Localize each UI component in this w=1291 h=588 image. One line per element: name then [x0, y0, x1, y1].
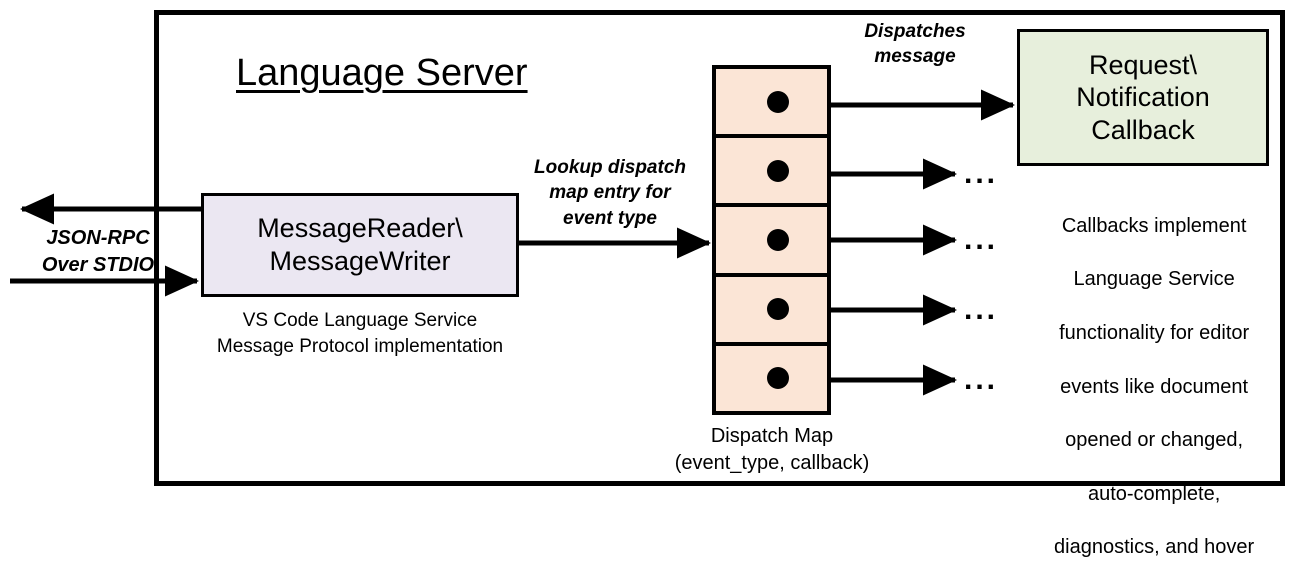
- ellipsis-row-4: ...: [964, 293, 999, 326]
- callback-pointer-dot: [767, 229, 789, 251]
- lookup-line-1: Lookup dispatch: [534, 157, 686, 178]
- dispatches-line-1: Dispatches: [864, 21, 966, 42]
- dispatches-message-label: Dispatches message: [836, 19, 994, 69]
- callback-pointer-dot: [767, 367, 789, 390]
- callback-pointer-dot: [767, 298, 789, 321]
- ellipsis-row-2: ...: [964, 157, 999, 190]
- jsonrpc-line-1: JSON-RPC: [46, 227, 150, 249]
- message-reader-writer-label: MessageReader\MessageWriter: [257, 212, 463, 278]
- callback-caption-line-5: opened or changed,: [1065, 429, 1244, 452]
- message-caption-line-2: Message Protocol implementation: [216, 335, 504, 357]
- callback-caption-line-1: Callbacks implement: [1061, 214, 1247, 237]
- dispatch-map-caption-line-2: (event_type, callback): [674, 451, 870, 474]
- callback-line-1: Request\: [1088, 49, 1198, 80]
- callback-caption-line-7: diagnostics, and hover: [1054, 536, 1255, 559]
- message-caption-line-1: VS Code Language Service: [242, 310, 478, 331]
- ellipsis-row-3: ...: [964, 223, 999, 256]
- lookup-dispatch-label: Lookup dispatch map entry for event type: [512, 155, 708, 231]
- callback-description: Callbacks implement Language Service fun…: [1007, 186, 1279, 588]
- jsonrpc-line-2: Over STDIO: [41, 254, 155, 276]
- callback-line-2: Notification: [1076, 82, 1210, 113]
- callback-line-3: Callback: [1091, 114, 1195, 145]
- callback-caption-line-3: functionality for editor: [1059, 321, 1250, 344]
- diagram-canvas: Language Server JSON-RPC Over STDIO Messa…: [10, 10, 1285, 558]
- dispatch-map-caption: Dispatch Map (event_type, callback): [648, 423, 896, 476]
- callback-pointer-dot: [767, 159, 789, 182]
- callback-pointer-dot: [767, 90, 789, 113]
- message-reader-writer-box[interactable]: MessageReader\MessageWriter: [201, 193, 519, 297]
- dispatch-map-row[interactable]: [716, 276, 827, 346]
- lookup-line-2: map entry for: [549, 182, 671, 204]
- dispatch-map-table[interactable]: [712, 65, 831, 415]
- page-title: Language Server: [236, 52, 576, 95]
- language-server-frame: [154, 10, 1285, 486]
- dispatch-map-row[interactable]: [716, 69, 827, 139]
- dispatch-map-row[interactable]: [716, 138, 827, 208]
- dispatches-line-2: message: [874, 46, 956, 68]
- dispatch-map-row[interactable]: [716, 345, 827, 412]
- dispatch-map-row[interactable]: [716, 207, 827, 277]
- jsonrpc-protocol-label: JSON-RPC Over STDIO: [18, 225, 178, 279]
- message-writer-line: MessageWriter: [269, 246, 451, 276]
- message-reader-line: MessageReader\: [257, 213, 463, 244]
- ellipsis-row-5: ...: [964, 363, 999, 396]
- dispatch-map-caption-line-1: Dispatch Map: [710, 425, 834, 447]
- page-title-text: Language Server: [236, 52, 528, 94]
- callback-caption-line-2: Language Service: [1073, 268, 1235, 291]
- callback-caption-line-4: events like document: [1060, 375, 1249, 398]
- lookup-line-3: event type: [563, 207, 657, 229]
